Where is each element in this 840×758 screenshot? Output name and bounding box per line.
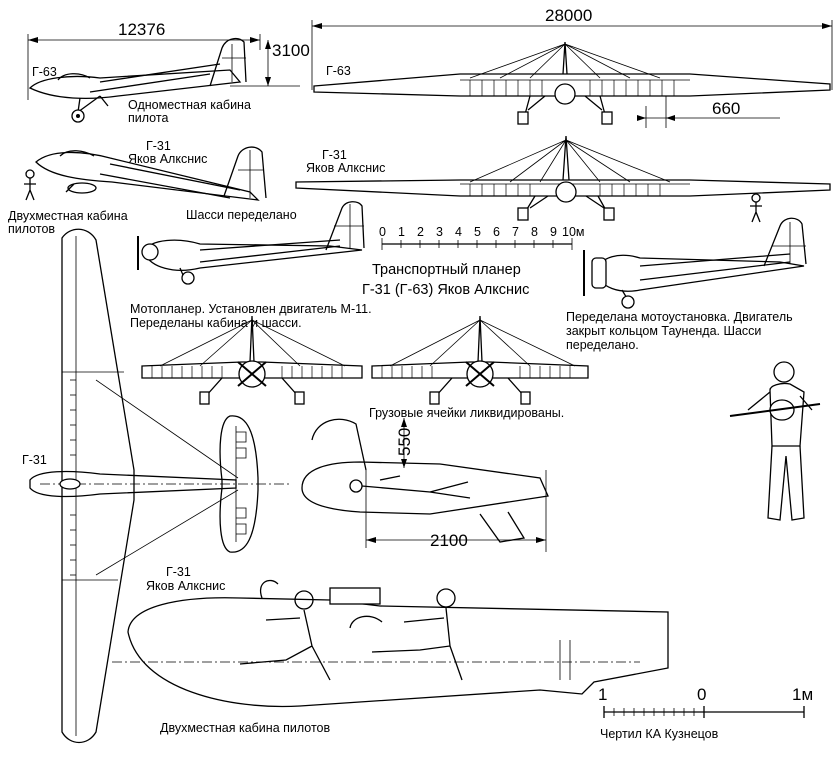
label-motor-glider-1: Мотопланер. Установлен двигатель М-11.	[130, 302, 372, 316]
title-line-2: Г-31 (Г-63) Яков Алкснис	[362, 282, 529, 298]
small-scale-tick-1m: 1м	[792, 685, 813, 704]
scale-tick-4: 4	[455, 225, 462, 239]
two-seat-cabin-section: Г-31 Яков Алкснис Двухместная кабина пил…	[112, 565, 669, 735]
motor-glider-side-view: Мотопланер. Установлен двигатель М-11. П…	[130, 201, 372, 330]
label-g31-side-2: Яков Алкснис	[128, 152, 207, 166]
g31-front-view: Г-31 Яков Алкснис	[295, 135, 831, 223]
label-g63-front: Г-63	[326, 64, 351, 78]
small-scale-bar: 1 0 1м Чертил КА Кузнецов	[598, 685, 813, 741]
scale-tick-7: 7	[512, 225, 519, 239]
g63-side-view: 12376 3100 Г-63 Одноместная кабина пилот…	[27, 20, 310, 125]
front-pilot-figure	[371, 588, 463, 681]
motor-glider-front-view-2: Грузовые ячейки ликвидированы.	[369, 315, 589, 420]
dim-cabin-height: 550	[395, 428, 414, 456]
reclined-pilot-figure	[349, 475, 471, 499]
label-author: Чертил КА Кузнецов	[600, 727, 719, 741]
large-scale-bar: 0 1 2 3 4 5 6 7 8 9 10м	[379, 225, 585, 250]
scale-tick-10: 10м	[562, 225, 585, 239]
dim-strut-offset: 660	[712, 99, 740, 118]
motor-glider-front-view-1	[141, 315, 363, 405]
title-line-1: Транспортный планер	[372, 262, 521, 278]
single-seat-cabin-section: 2100 550	[301, 418, 549, 552]
label-g31-plan: Г-31	[22, 453, 47, 467]
small-scale-tick-0: 0	[697, 685, 706, 704]
scale-tick-8: 8	[531, 225, 538, 239]
label-g31-front-1: Г-31	[322, 148, 347, 162]
small-scale-tick-1: 1	[598, 685, 607, 704]
rear-pilot-figure	[239, 590, 331, 681]
label-motor-glider-2: Переделаны кабина и шасси.	[130, 316, 302, 330]
scale-tick-2: 2	[417, 225, 424, 239]
label-engine-mod-3: переделано.	[566, 338, 639, 352]
dim-cabin-length: 2100	[430, 531, 468, 550]
label-gear-modified: Шасси переделано	[186, 208, 297, 222]
label-two-seat-2: пилотов	[8, 222, 55, 236]
g63-front-view: 28000 660 Г-63	[311, 6, 833, 128]
label-g31-side-1: Г-31	[146, 139, 171, 153]
pilot-figure	[750, 193, 762, 223]
scale-tick-1: 1	[398, 225, 405, 239]
pilot-figure	[24, 169, 36, 201]
dim-length: 12376	[118, 20, 165, 39]
label-single-cabin-2: пилота	[128, 111, 168, 125]
scale-tick-3: 3	[436, 225, 443, 239]
g31-plan-view: Г-31	[22, 228, 290, 744]
label-two-seat-1: Двухместная кабина	[8, 209, 128, 223]
label-cargo-removed: Грузовые ячейки ликвидированы.	[369, 406, 564, 420]
dim-height: 3100	[272, 41, 310, 60]
label-single-cabin-1: Одноместная кабина	[128, 98, 251, 112]
scale-tick-0: 0	[379, 225, 386, 239]
dim-wingspan: 28000	[545, 6, 592, 25]
scale-tick-6: 6	[493, 225, 500, 239]
scale-tick-9: 9	[550, 225, 557, 239]
label-two-seat-bottom: Двухместная кабина пилотов	[160, 721, 331, 735]
g31-side-view: Г-31 Яков Алкснис Двухместная кабина пил…	[8, 139, 297, 236]
label-g63-side: Г-63	[32, 65, 57, 79]
townend-motor-glider-side-view: Переделана мотоустановка. Двигатель закр…	[566, 217, 807, 352]
man-with-instrument-figure	[729, 361, 821, 521]
label-engine-mod-1: Переделана мотоустановка. Двигатель	[566, 310, 793, 324]
label-g31-front-2: Яков Алкснис	[306, 161, 385, 175]
scale-tick-5: 5	[474, 225, 481, 239]
label-engine-mod-2: закрыт кольцом Тауненда. Шасси	[566, 324, 761, 338]
label-g31-cabin-2: Яков Алкснис	[146, 579, 225, 593]
label-g31-cabin-1: Г-31	[166, 565, 191, 579]
